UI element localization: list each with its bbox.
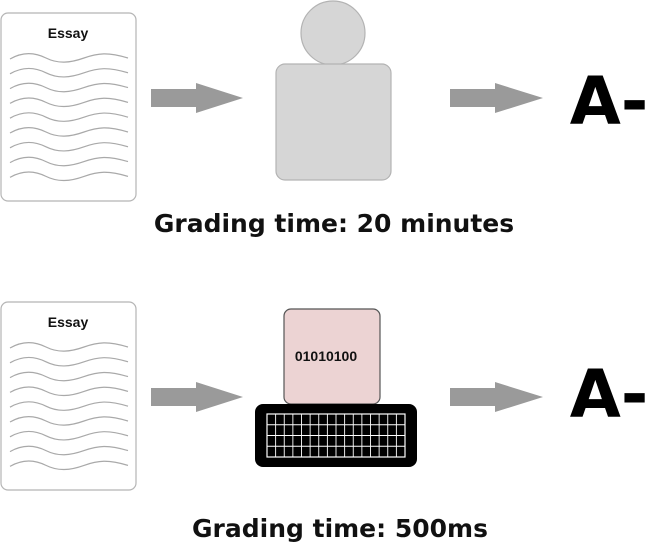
essay-text-line (9, 112, 129, 122)
essay-page (0, 301, 137, 491)
essay-title: Essay (48, 25, 89, 41)
essay-text-line (9, 156, 129, 167)
essay-text-line (9, 445, 129, 456)
essay-text-line (9, 171, 129, 182)
essay-text-line (9, 386, 129, 397)
essay-text-line (9, 67, 129, 78)
essay-text-line (9, 141, 129, 152)
essay-text-line (9, 342, 129, 352)
keyboard-icon (255, 404, 417, 467)
computer-grading-row: Essay 01010100 A- Grading time: 500ms (0, 301, 646, 543)
essay-text-line (9, 356, 129, 367)
human-grading-row: Essay A- Grading time: 20 minutes (0, 0, 646, 238)
grade-result: A- (570, 63, 646, 140)
essay-title: Essay (48, 314, 89, 330)
essay-text-line (9, 82, 129, 93)
essay-text-line (9, 127, 129, 137)
essay-text-line (9, 460, 129, 471)
arrow-right-icon (151, 83, 243, 113)
essay-document: Essay (0, 12, 137, 202)
essay-text-line (9, 371, 129, 382)
arrow-right-icon (450, 382, 543, 412)
arrow-right-icon (450, 83, 543, 113)
person-icon (275, 0, 392, 181)
arrow-right-icon (151, 382, 243, 412)
essay-text-line (9, 401, 129, 411)
essay-text-line (9, 97, 129, 108)
grading-time-caption: Grading time: 500ms (192, 514, 488, 543)
grade-result: A- (570, 356, 646, 433)
computer-icon: 01010100 (255, 308, 417, 467)
keyboard-key-grid (267, 414, 405, 457)
essay-document: Essay (0, 301, 137, 491)
essay-page (0, 12, 137, 202)
essay-text-line (9, 430, 129, 441)
screen-binary-text: 01010100 (295, 348, 358, 364)
essay-text-line (9, 53, 129, 63)
essay-text-line (9, 416, 129, 426)
person-body (275, 63, 392, 181)
grading-time-caption: Grading time: 20 minutes (154, 209, 514, 238)
essay-text-lines (9, 342, 129, 471)
person-head (300, 0, 366, 66)
essay-text-lines (9, 53, 129, 182)
